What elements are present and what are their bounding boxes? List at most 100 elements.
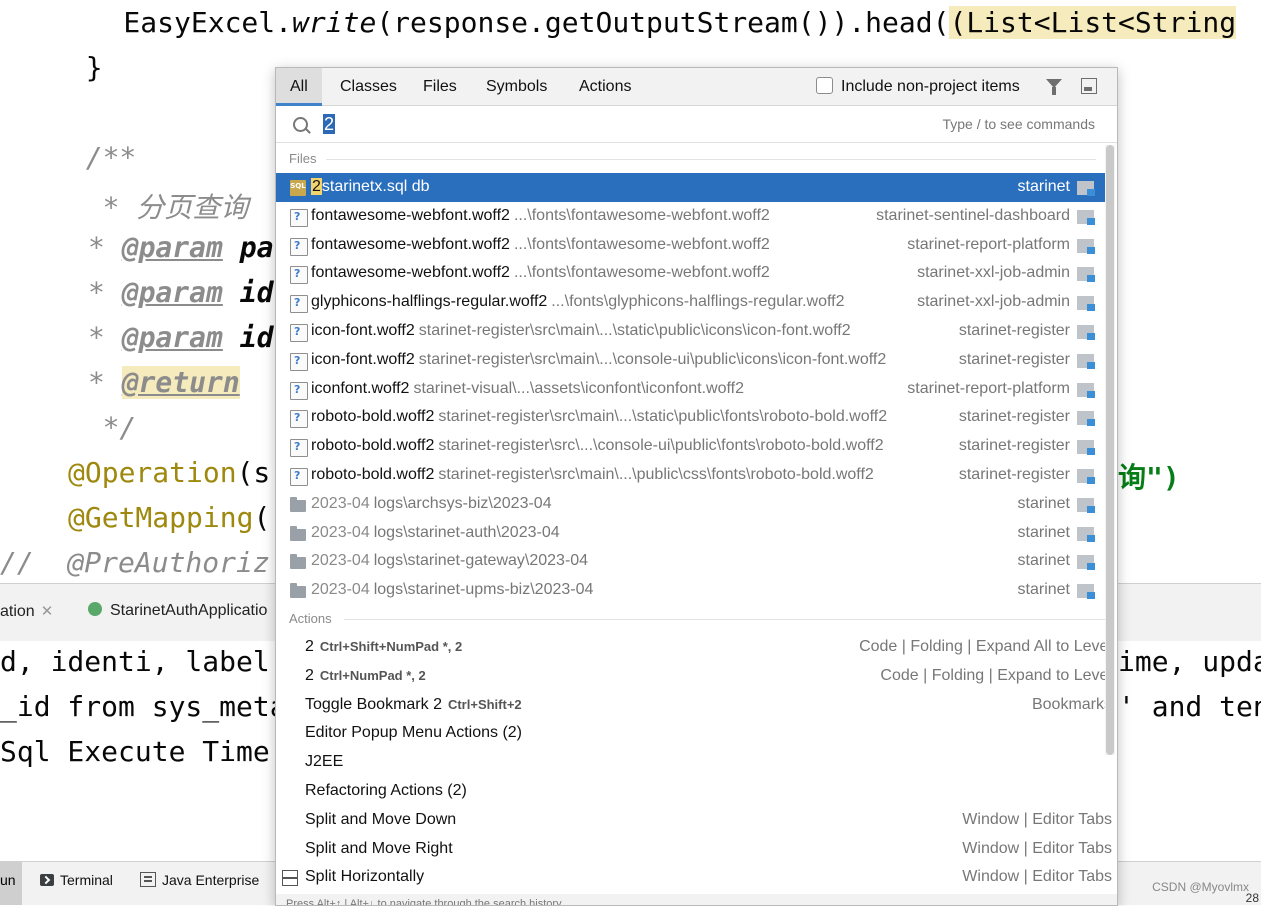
file-result-project: starinet-xxl-job-admin <box>917 264 1070 282</box>
console-line-3: Sql Execute Time: <box>0 735 287 768</box>
module-icon <box>1077 555 1095 571</box>
run-tool-button[interactable]: un <box>0 862 22 905</box>
file-result-path: ...\fonts\fontawesome-webfont.woff2 <box>513 235 770 253</box>
file-result-path: ...\fonts\glyphicons-halflings-regular.w… <box>551 293 845 311</box>
file-result-project: starinet-register <box>958 408 1070 426</box>
action-result-name: J2EE <box>305 753 344 771</box>
file-result-name: fontawesome-webfont.woff2...\fonts\fonta… <box>311 235 770 253</box>
include-non-project-checkbox[interactable] <box>816 77 833 94</box>
run-tab-application[interactable]: ation✕ <box>0 603 54 620</box>
run-tab-starinet-auth[interactable]: StarinetAuthApplicatio <box>88 602 267 620</box>
action-result-row[interactable]: Editor Popup Menu Actions (2) <box>276 719 1117 748</box>
file-result-path: starinet-register\src\main\...\console-u… <box>418 350 887 368</box>
popup-footer: Press Alt+↑ | Alt+↓ to navigate through … <box>276 894 1117 905</box>
code-line-9: */ <box>52 411 137 444</box>
file-result-row[interactable]: ?glyphicons-halflings-regular.woff2...\f… <box>276 288 1106 317</box>
search-input[interactable]: 2 <box>323 114 336 134</box>
file-result-row[interactable]: ?fontawesome-webfont.woff2...\fonts\font… <box>276 259 1106 288</box>
split-horizontally-icon <box>282 870 298 887</box>
scrollbar-thumb[interactable] <box>1106 145 1114 755</box>
code-line-11: @GetMapping( <box>68 501 271 534</box>
action-result-row[interactable]: J2EE <box>276 748 1117 777</box>
file-result-project: starinet-sentinel-dashboard <box>876 206 1070 224</box>
filter-icon[interactable] <box>1046 79 1062 95</box>
module-icon <box>1077 584 1095 600</box>
folder-icon <box>290 525 306 541</box>
action-result-name: Split Horizontally <box>305 868 425 886</box>
font-file-icon: ? <box>290 237 308 256</box>
tab-actions[interactable]: Actions <box>579 78 632 95</box>
module-icon <box>1077 238 1095 254</box>
folder-icon <box>290 554 306 570</box>
tab-classes[interactable]: Classes <box>340 78 397 95</box>
include-non-project-items[interactable]: Include non-project items <box>816 77 1020 96</box>
popup-tabs: All Classes Files Symbols Actions Includ… <box>276 68 1117 106</box>
file-result-name: 2starinetx.sql db <box>311 178 430 195</box>
action-category: Code | Folding | Expand to Level <box>880 666 1112 684</box>
file-result-project: starinet <box>1017 494 1070 512</box>
file-result-path: starinet-register\src\main\...\static\pu… <box>418 322 851 339</box>
watermark: CSDN @Myovlmx <box>1152 880 1249 894</box>
action-result-row[interactable]: Refactoring Actions (2) <box>276 777 1117 806</box>
module-icon <box>1077 267 1095 283</box>
tab-symbols[interactable]: Symbols <box>486 78 548 95</box>
code-line-8: * @return <box>88 366 240 399</box>
java-enterprise-tool-button[interactable]: Java Enterprise <box>140 872 259 888</box>
file-result-name: fontawesome-webfont.woff2...\fonts\fonta… <box>311 264 770 282</box>
font-file-icon: ? <box>290 381 308 400</box>
font-file-icon: ? <box>290 468 308 486</box>
file-result-project: starinet-report-platform <box>907 235 1070 253</box>
file-result-row[interactable]: ?fontawesome-webfont.woff2...\fonts\font… <box>276 202 1106 231</box>
file-result-row[interactable]: ?fontawesome-webfont.woff2...\fonts\font… <box>276 231 1106 260</box>
module-icon <box>1077 469 1095 484</box>
tab-files[interactable]: Files <box>423 78 457 95</box>
file-result-project: starinet-register <box>958 322 1070 339</box>
console-line-2-tail: ' and ten <box>1118 690 1261 723</box>
module-icon <box>1077 440 1095 456</box>
font-file-icon: ? <box>290 208 308 227</box>
file-result-path: logs\archsys-biz\2023-04 <box>373 494 552 512</box>
font-file-icon: ? <box>290 295 308 314</box>
font-file-icon: ? <box>290 439 308 458</box>
action-result-name: Refactoring Actions (2) <box>305 782 467 799</box>
file-result-project: starinet <box>1017 523 1070 541</box>
actions-section-title: Actions <box>289 611 332 626</box>
tab-all[interactable]: All <box>276 68 322 106</box>
action-category: Window | Editor Tabs <box>962 810 1112 828</box>
code-line-3: /** <box>52 141 137 174</box>
search-field[interactable]: 2 Type / to see commands <box>276 106 1117 143</box>
terminal-tool-button[interactable]: Terminal <box>40 872 113 888</box>
open-in-tool-window-icon[interactable] <box>1081 78 1097 94</box>
folder-icon <box>290 496 306 512</box>
close-icon[interactable]: ✕ <box>40 603 54 620</box>
results-scrollbar[interactable] <box>1105 145 1115 755</box>
code-line-10-tail: 询") <box>1118 461 1180 494</box>
font-file-icon: ? <box>290 352 308 371</box>
file-result-project: starinet-register <box>958 437 1070 455</box>
file-result-path: logs\starinet-gateway\2023-04 <box>373 552 589 570</box>
java-enterprise-icon <box>140 872 156 887</box>
